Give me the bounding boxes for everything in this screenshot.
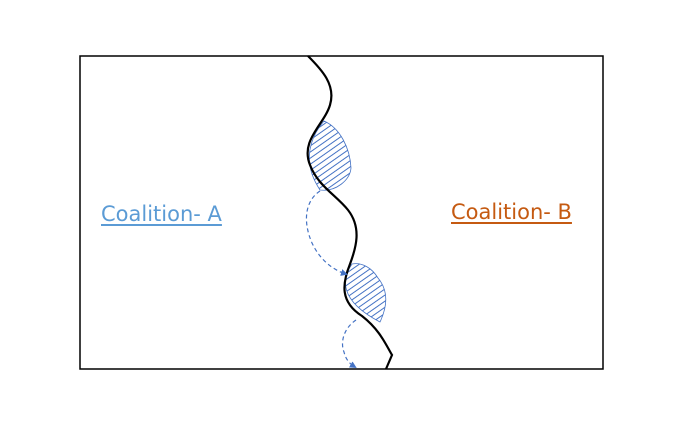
transfer-arrow-lower [341, 319, 357, 369]
contested-area-upper [308, 120, 352, 191]
coalition-b-label: Coalition- B [451, 200, 572, 224]
diagram-frame [79, 55, 604, 370]
coalition-boundary-line [306, 55, 394, 370]
coalition-a-label: Coalition- A [101, 202, 222, 226]
transfer-arrow-upper [305, 190, 348, 276]
contested-area-lower [345, 263, 387, 323]
